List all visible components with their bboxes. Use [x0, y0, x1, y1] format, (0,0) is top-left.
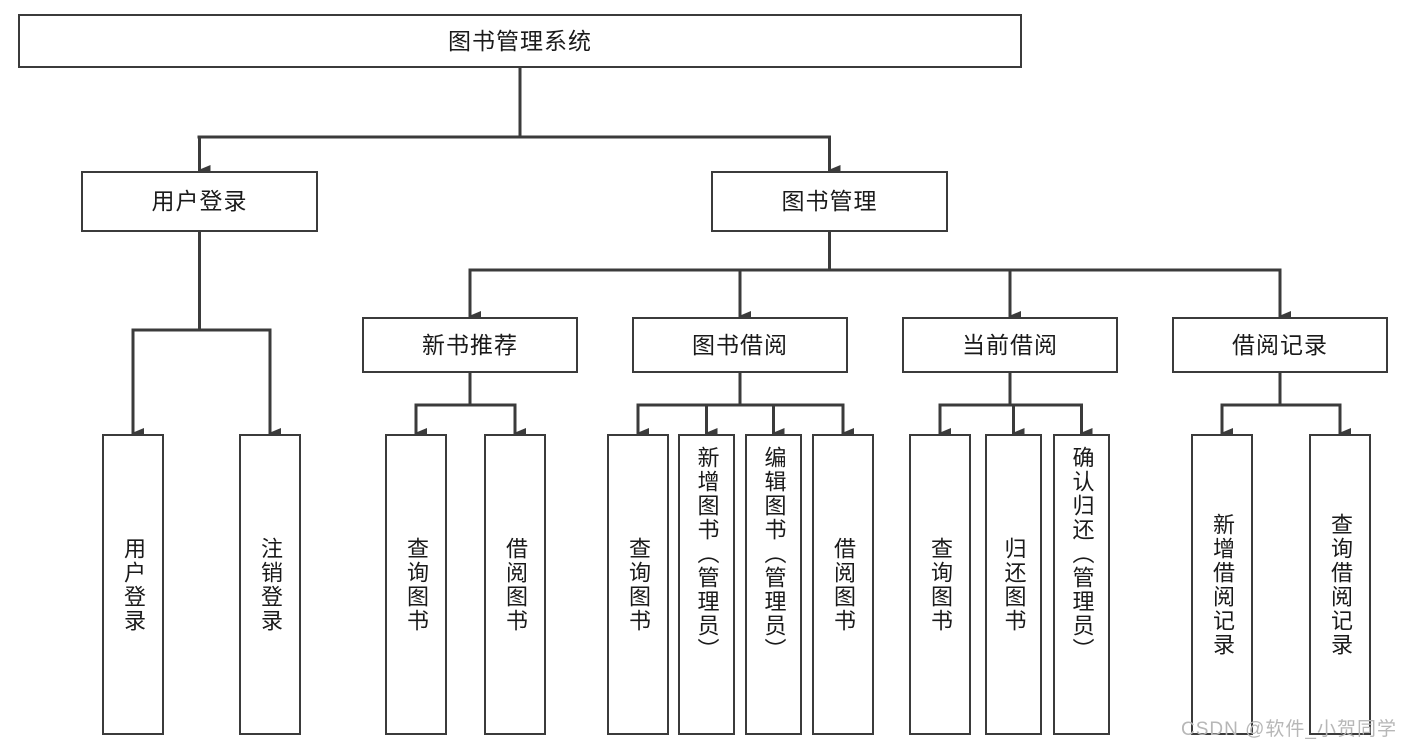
- node-level3-borrow-record[interactable]: 借阅记录: [1172, 317, 1388, 373]
- node-level2-user-login[interactable]: 用户登录: [81, 171, 318, 232]
- node-label: 查询借阅记录: [1327, 512, 1353, 657]
- node-label: 确认归还（管理员）: [1069, 446, 1095, 662]
- node-label: 借阅图书: [502, 536, 528, 633]
- node-leaf-leaf-query-book-rec[interactable]: 查询图书: [385, 434, 447, 735]
- node-leaf-leaf-query-record[interactable]: 查询借阅记录: [1309, 434, 1371, 735]
- node-label: 用户登录: [151, 188, 248, 214]
- node-label: 用户登录: [120, 536, 146, 633]
- node-label: 归还图书: [1001, 536, 1027, 633]
- node-label: 新增借阅记录: [1209, 512, 1235, 657]
- node-label: 借阅图书: [830, 536, 856, 633]
- node-label: 编辑图书（管理员）: [761, 446, 787, 662]
- node-label: 查询图书: [625, 536, 651, 633]
- node-leaf-leaf-query-book-cur[interactable]: 查询图书: [909, 434, 971, 735]
- node-level3-new-book-rec[interactable]: 新书推荐: [362, 317, 578, 373]
- node-leaf-leaf-borrow-book-rec[interactable]: 借阅图书: [484, 434, 546, 735]
- node-leaf-leaf-add-record[interactable]: 新增借阅记录: [1191, 434, 1253, 735]
- node-label: 图书管理系统: [448, 27, 592, 54]
- node-label: 注销登录: [257, 536, 283, 633]
- node-label: 图书管理: [781, 188, 878, 214]
- node-leaf-leaf-add-book[interactable]: 新增图书（管理员）: [678, 434, 735, 735]
- node-leaf-leaf-confirm-return[interactable]: 确认归还（管理员）: [1053, 434, 1110, 735]
- node-leaf-leaf-query-book-borrow[interactable]: 查询图书: [607, 434, 669, 735]
- node-leaf-leaf-borrow-book[interactable]: 借阅图书: [812, 434, 874, 735]
- node-level2-book-manage[interactable]: 图书管理: [711, 171, 948, 232]
- node-level3-book-borrow[interactable]: 图书借阅: [632, 317, 848, 373]
- node-label: 查询图书: [403, 536, 429, 633]
- node-root-system-title[interactable]: 图书管理系统: [18, 14, 1022, 68]
- node-label: 查询图书: [927, 536, 953, 633]
- node-label: 借阅记录: [1232, 331, 1328, 358]
- node-label: 新书推荐: [422, 331, 518, 358]
- node-label: 当前借阅: [962, 331, 1058, 358]
- node-leaf-leaf-user-login[interactable]: 用户登录: [102, 434, 164, 735]
- node-leaf-leaf-return-book[interactable]: 归还图书: [985, 434, 1042, 735]
- node-leaf-leaf-edit-book[interactable]: 编辑图书（管理员）: [745, 434, 802, 735]
- node-level3-current-borrow[interactable]: 当前借阅: [902, 317, 1118, 373]
- node-label: 新增图书（管理员）: [694, 446, 720, 662]
- node-label: 图书借阅: [692, 331, 788, 358]
- node-leaf-leaf-user-logout[interactable]: 注销登录: [239, 434, 301, 735]
